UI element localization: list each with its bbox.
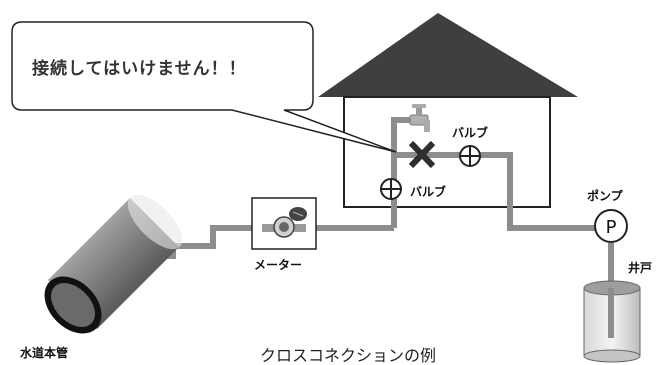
house-icon bbox=[318, 13, 578, 208]
pump-label: ポンプ bbox=[587, 188, 624, 203]
valve-upper-label: バルブ bbox=[452, 125, 488, 140]
meter-icon bbox=[251, 197, 317, 250]
callout-text: 接続してはいけません！！ bbox=[32, 58, 247, 79]
valve-lower-label: バルブ bbox=[410, 184, 446, 199]
water-main-pipe-icon bbox=[44, 194, 183, 334]
diagram-caption: クロスコネクションの例 bbox=[260, 346, 436, 365]
well-label: 井戸 bbox=[628, 260, 652, 275]
faucet-icon bbox=[409, 104, 430, 132]
valve-icon bbox=[380, 178, 402, 200]
pump-icon: P bbox=[594, 209, 628, 243]
valve-icon bbox=[459, 145, 481, 167]
pump-symbol: P bbox=[606, 217, 617, 238]
main-pipe-label: 水道本管 bbox=[20, 345, 68, 360]
cross-mark-icon bbox=[408, 140, 436, 169]
well-icon bbox=[583, 280, 641, 363]
callout-bubble: 接続してはいけません！！ bbox=[11, 21, 397, 153]
meter-label: メーター bbox=[254, 258, 302, 272]
